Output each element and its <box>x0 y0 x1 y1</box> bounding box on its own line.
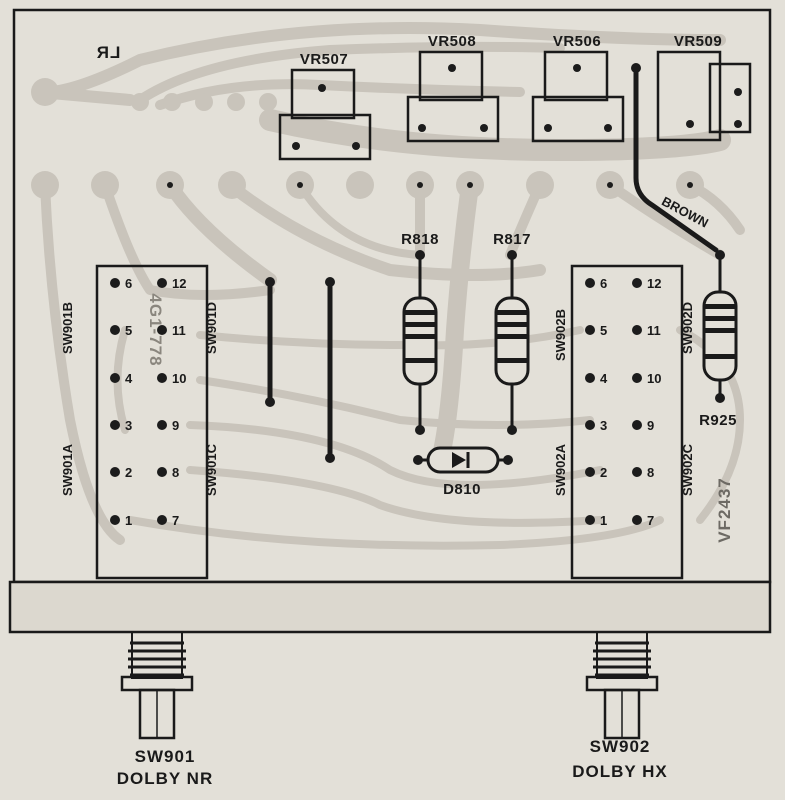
sw902-pin-hole-7 <box>632 515 642 525</box>
sw902-pin-label-12: 12 <box>647 276 661 291</box>
sw901-push-button[interactable] <box>120 631 194 740</box>
svg-text:R818: R818 <box>401 231 439 248</box>
silk-text-vf2437: VF2437 <box>715 477 734 543</box>
sw901-pin-hole-9 <box>157 420 167 430</box>
sw901-pin-label-4: 4 <box>125 371 133 386</box>
sw901-pin-label-5: 5 <box>125 323 132 338</box>
sw901-function: DOLBY NR <box>117 769 213 788</box>
svg-text:SW902C: SW902C <box>680 443 695 496</box>
logo: LR <box>96 43 121 62</box>
sw902-pin-label-7: 7 <box>647 513 654 528</box>
sw902-pin-hole-2 <box>585 467 595 477</box>
svg-text:SW902D: SW902D <box>680 302 695 354</box>
sw901-designator: SW901 <box>135 747 196 766</box>
sw901-pin-label-3: 3 <box>125 418 132 433</box>
svg-text:R925: R925 <box>699 412 737 429</box>
silk-text-part: 4G1-778 <box>146 293 165 366</box>
svg-text:SW901B: SW901B <box>60 302 75 354</box>
sw901-pin-label-10: 10 <box>172 371 186 386</box>
svg-text:SW901C: SW901C <box>204 443 219 496</box>
sw902-pin-label-3: 3 <box>600 418 607 433</box>
svg-text:D810: D810 <box>443 481 481 498</box>
sw902-push-button[interactable] <box>585 631 659 740</box>
sw901-pin-hole-8 <box>157 467 167 477</box>
sw902-pin-label-6: 6 <box>600 276 607 291</box>
sw901-pin-label-8: 8 <box>172 465 179 480</box>
sw901-pin-hole-12 <box>157 278 167 288</box>
diode-d810: D810 <box>413 446 513 498</box>
sw902-pin-label-4: 4 <box>600 371 608 386</box>
svg-text:LR: LR <box>96 43 121 62</box>
resistor-r925: R925 <box>699 250 738 429</box>
sw902-pin-hole-9 <box>632 420 642 430</box>
sw902-pin-label-8: 8 <box>647 465 654 480</box>
svg-text:SW902A: SW902A <box>553 443 568 496</box>
sw901-pin-hole-4 <box>110 373 120 383</box>
pot-label-vr506: VR506 <box>553 33 601 50</box>
sw902-pin-hole-12 <box>632 278 642 288</box>
sw902-pin-hole-11 <box>632 325 642 335</box>
sw901-pin-hole-6 <box>110 278 120 288</box>
sw901-pin-label-2: 2 <box>125 465 132 480</box>
copper-pads <box>31 78 704 199</box>
sw901-pin-hole-5 <box>110 325 120 335</box>
sw901-pin-hole-10 <box>157 373 167 383</box>
sw902-pin-hole-1 <box>585 515 595 525</box>
svg-text:SW901A: SW901A <box>60 443 75 496</box>
sw902-pin-hole-4 <box>585 373 595 383</box>
sw902-designator: SW902 <box>590 737 651 756</box>
sw901-pin-hole-11 <box>157 325 167 335</box>
sw901-pin-label-11: 11 <box>172 323 186 338</box>
sw902-pin-label-5: 5 <box>600 323 607 338</box>
sw901-pin-label-1: 1 <box>125 513 132 528</box>
sw901-pin-hole-3 <box>110 420 120 430</box>
sw902-pin-hole-10 <box>632 373 642 383</box>
svg-text:SW902B: SW902B <box>553 309 568 361</box>
sw902-pin-hole-3 <box>585 420 595 430</box>
sw901-pin-hole-1 <box>110 515 120 525</box>
sw901-pin-label-9: 9 <box>172 418 179 433</box>
pot-label-vr507: VR507 <box>300 51 348 68</box>
pot-label-vr509: VR509 <box>674 33 722 50</box>
sw902-pin-label-11: 11 <box>647 323 661 338</box>
resistor-r817: R817 <box>493 231 531 435</box>
pot-label-vr508: VR508 <box>428 33 476 50</box>
sw902-function: DOLBY HX <box>572 762 668 781</box>
sw901-pin-label-7: 7 <box>172 513 179 528</box>
sw901-pin-hole-7 <box>157 515 167 525</box>
sw902-pin-label-1: 1 <box>600 513 607 528</box>
switch-sw902-footprint: SW902B SW902A SW902D SW902C 6 5 4 3 2 1 12 11 10… <box>553 264 695 580</box>
sw902-pin-label-9: 9 <box>647 418 654 433</box>
sw902-pin-label-2: 2 <box>600 465 607 480</box>
sw902-pin-hole-8 <box>632 467 642 477</box>
sw902-pin-hole-5 <box>585 325 595 335</box>
svg-text:R817: R817 <box>493 231 531 248</box>
switch-sw901-footprint: SW901B SW901A SW901D SW901C 6 5 4 3 2 1 12 11 10… <box>60 264 219 580</box>
jumper-wires <box>265 277 335 463</box>
sw901-pin-label-12: 12 <box>172 276 186 291</box>
sw902-pin-hole-6 <box>585 278 595 288</box>
resistor-r818: R818 <box>401 231 439 435</box>
mounting-bracket <box>8 580 772 634</box>
svg-text:SW901D: SW901D <box>204 302 219 354</box>
sw901-pin-label-6: 6 <box>125 276 132 291</box>
sw901-pin-hole-2 <box>110 467 120 477</box>
sw902-pin-label-10: 10 <box>647 371 661 386</box>
trimmer-pots: VR507 VR508 VR506 VR509 <box>278 33 752 161</box>
